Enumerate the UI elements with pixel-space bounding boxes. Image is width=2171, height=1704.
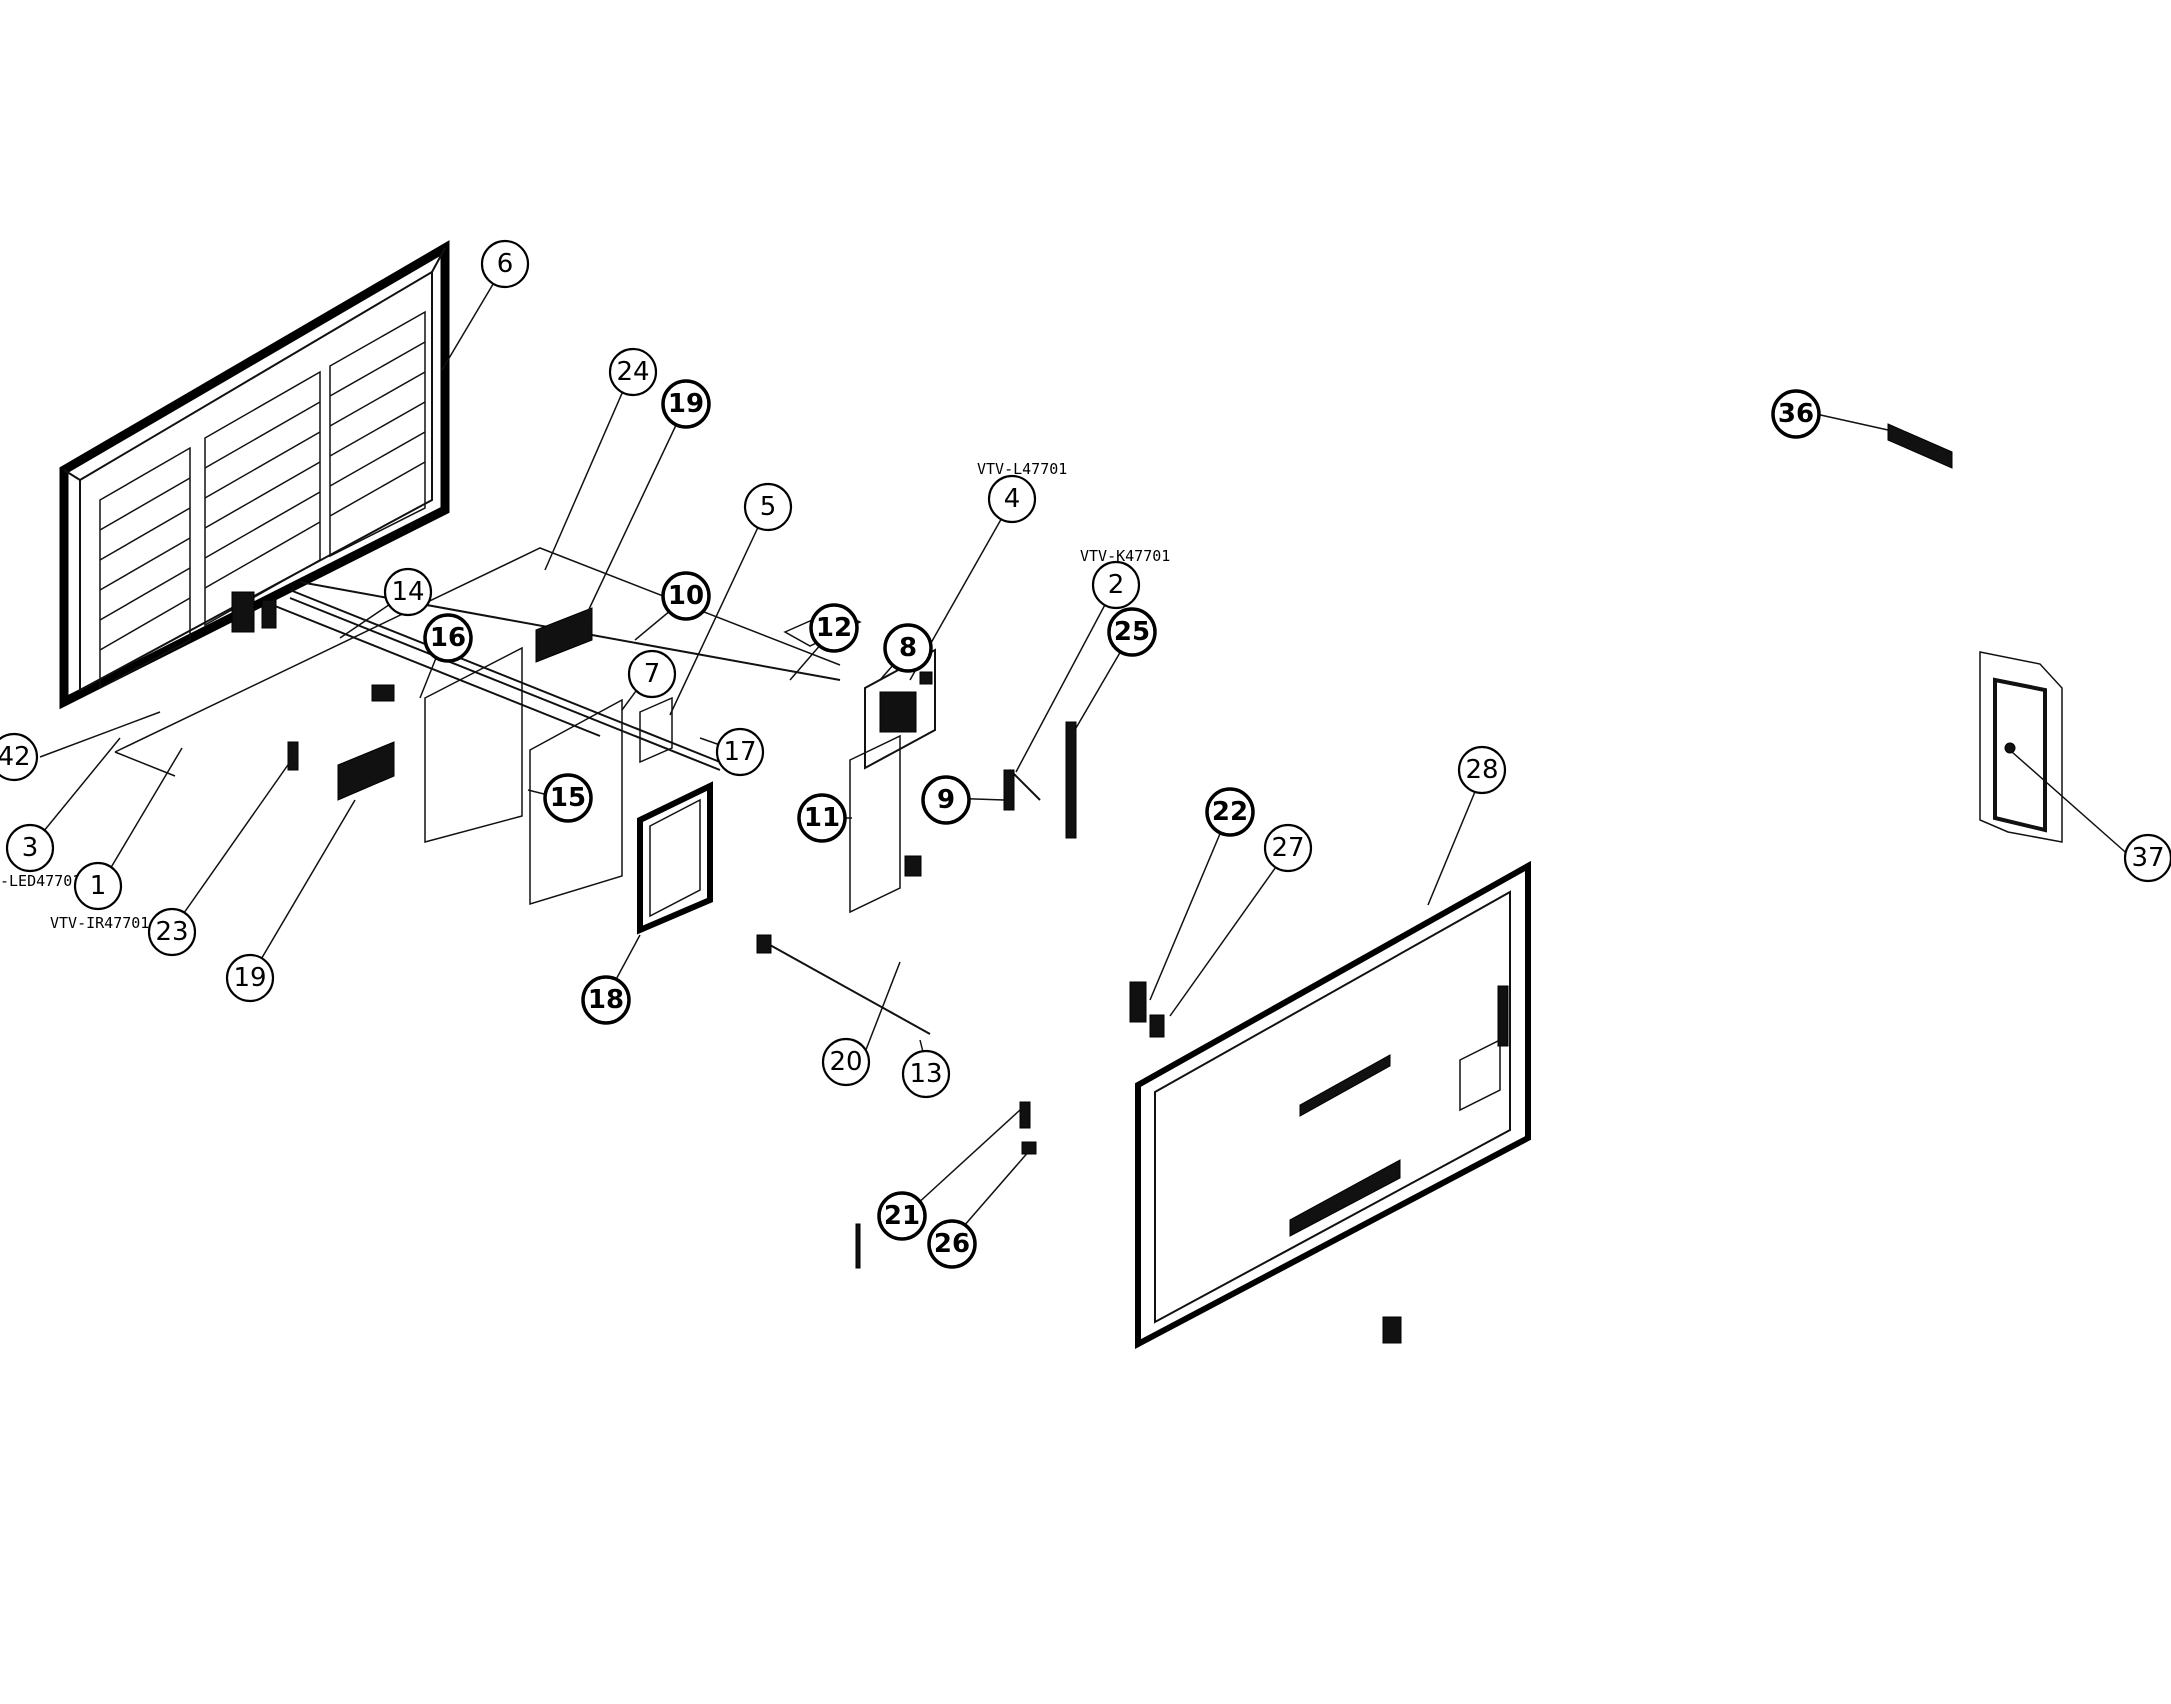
callout-36: 36 [1771, 389, 1821, 439]
model-label-key-board: VTV-K47701 [1080, 547, 1170, 565]
callout-37: 37 [2123, 833, 2171, 883]
svg-text:15: 15 [550, 783, 586, 813]
insulation-sheet-16 [424, 646, 523, 843]
svg-text:24: 24 [616, 357, 649, 387]
callout-24: 24 [608, 347, 658, 397]
callout-4: 4 [987, 474, 1037, 524]
svg-text:5: 5 [760, 492, 777, 522]
remote-control-36 [1887, 423, 1953, 469]
svg-text:14: 14 [391, 577, 424, 607]
svg-text:8: 8 [899, 633, 917, 663]
model-label-ir-board: VTV-IR47701 [50, 914, 149, 932]
callout-8: 8 [883, 623, 933, 673]
svg-text:25: 25 [1114, 617, 1150, 647]
key-board-2 [1003, 769, 1041, 811]
board-11 [849, 734, 922, 914]
svg-text:12: 12 [816, 613, 852, 643]
callout-3: 3 [5, 823, 55, 873]
svg-text:4: 4 [1004, 484, 1021, 514]
callout-13: 13 [901, 1049, 951, 1099]
svg-text:19: 19 [233, 963, 266, 993]
callout-20: 20 [821, 1037, 871, 1087]
callout-10: 10 [661, 571, 711, 621]
svg-text:42: 42 [0, 742, 31, 772]
stand-37 [1979, 651, 2063, 843]
svg-text:17: 17 [723, 737, 756, 767]
svg-text:37: 37 [2131, 843, 2164, 873]
speaker-19-upper [535, 607, 593, 663]
callout-25: 25 [1107, 607, 1157, 657]
small-parts [287, 684, 1402, 1344]
callout-17: 17 [715, 727, 765, 777]
lcd-panel-assembly [59, 240, 450, 710]
callout-42: 42 [0, 732, 39, 782]
board-5 [639, 696, 673, 764]
callout-2: 2 [1091, 560, 1141, 610]
callout-28: 28 [1457, 745, 1507, 795]
svg-text:23: 23 [155, 917, 188, 947]
rear-cover-28 [1135, 860, 1531, 1349]
callout-6: 6 [480, 239, 530, 289]
callout-21: 21 [877, 1191, 927, 1241]
callout-19-upper: 19 [661, 379, 711, 429]
callout-26: 26 [927, 1219, 977, 1269]
callout-19-lower: 19 [225, 953, 275, 1003]
svg-text:11: 11 [804, 803, 840, 833]
model-label-led-board: -LED47701 [0, 872, 81, 890]
main-board-4 [864, 648, 936, 770]
svg-text:9: 9 [937, 785, 955, 815]
callout-22: 22 [1205, 787, 1255, 837]
svg-text:36: 36 [1778, 399, 1814, 429]
svg-text:19: 19 [668, 389, 704, 419]
callout-1: 1 [73, 861, 123, 911]
callout-15: 15 [543, 773, 593, 823]
speaker-19-lower [337, 741, 395, 801]
svg-text:28: 28 [1465, 755, 1498, 785]
svg-text:16: 16 [430, 623, 466, 653]
svg-text:13: 13 [909, 1059, 942, 1089]
svg-text:22: 22 [1212, 797, 1248, 827]
svg-text:20: 20 [829, 1047, 862, 1077]
callout-27: 27 [1263, 823, 1313, 873]
svg-text:21: 21 [884, 1201, 920, 1231]
callout-7: 7 [627, 649, 677, 699]
svg-text:6: 6 [497, 249, 514, 279]
keypad-25 [1065, 721, 1077, 839]
svg-text:3: 3 [22, 833, 39, 863]
svg-text:27: 27 [1271, 833, 1304, 863]
callout-11: 11 [797, 793, 847, 843]
model-label-main-board: VTV-L47701 [977, 460, 1067, 478]
insulation-sheet-15 [529, 698, 623, 906]
callout-9: 9 [921, 775, 971, 825]
svg-text:10: 10 [668, 581, 704, 611]
callout-16: 16 [423, 613, 473, 663]
callout-18: 18 [581, 975, 631, 1025]
callout-12: 12 [809, 603, 859, 653]
callout-5: 5 [743, 482, 793, 532]
svg-text:1: 1 [90, 871, 107, 901]
svg-text:18: 18 [588, 985, 624, 1015]
svg-text:7: 7 [644, 659, 661, 689]
svg-text:2: 2 [1108, 570, 1125, 600]
svg-text:26: 26 [934, 1229, 970, 1259]
callout-14: 14 [383, 567, 433, 617]
callout-23: 23 [147, 907, 197, 957]
power-supply-board-18 [637, 781, 713, 935]
